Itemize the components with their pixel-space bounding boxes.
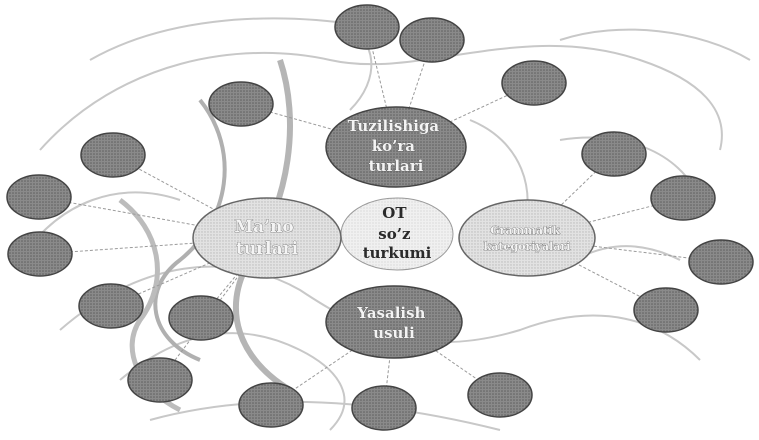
hub-node-bottom: Yasalish usuli	[325, 285, 463, 359]
hub-node-top: Tuzilishiga ko’ra turlari	[325, 106, 467, 188]
empty-node-group	[6, 4, 754, 431]
svg-text:Grammatik kategoriyalari: Grammatik kategoriyalari	[484, 224, 571, 253]
empty-node-12	[688, 239, 754, 285]
center-label-line-2: so’z	[378, 225, 411, 243]
svg-text:Ma’no turlari: Ma’no turlari	[234, 217, 299, 259]
empty-node-3	[399, 17, 465, 63]
empty-node-1	[208, 81, 274, 127]
connector-line	[38, 196, 268, 239]
hub-node-right: Grammatik kategoriyalari	[458, 199, 596, 277]
empty-node-6	[6, 174, 72, 220]
empty-node-16	[467, 372, 533, 418]
hub-left-line-2: turlari	[236, 239, 299, 259]
empty-node-2	[334, 4, 400, 50]
connector-line	[39, 237, 268, 255]
svg-text:Tuzilishiga ko’ra: Tuzilishiga ko’ra turlari	[348, 117, 445, 175]
hub-right-line-2: kategoriyalari	[484, 240, 571, 253]
empty-node-10	[581, 131, 647, 177]
svg-text:Yasalish usuli: Yasalish usuli	[356, 304, 430, 342]
hub-top-line-1: Tuzilishiga	[348, 117, 440, 135]
center-label-line-1: OT	[382, 204, 407, 222]
empty-node-11	[650, 175, 716, 221]
hub-left-line-1: Ma’no	[234, 217, 293, 237]
empty-node-13	[633, 287, 699, 333]
empty-node-8	[78, 283, 144, 329]
empty-node-7	[7, 231, 73, 277]
svg-text:OT so’z turkumi: OT so’z turkumi	[363, 204, 432, 262]
empty-node-14	[238, 382, 304, 428]
hub-top-line-3: turlari	[369, 157, 424, 175]
hub-top-line-2: ko’ra	[372, 137, 416, 155]
empty-node-17	[127, 357, 193, 403]
empty-node-15	[351, 385, 417, 431]
hub-bottom-line-2: usuli	[373, 324, 415, 342]
hub-bottom-line-1: Yasalish	[356, 304, 425, 322]
center-label-line-3: turkumi	[363, 244, 432, 262]
hub-node-left: Ma’no turlari	[192, 197, 342, 279]
connector-line	[395, 39, 433, 148]
empty-node-9	[168, 295, 234, 341]
hub-right-line-1: Grammatik	[490, 224, 560, 237]
empty-node-4	[501, 60, 567, 106]
center-node: OT so’z turkumi	[340, 197, 454, 271]
empty-node-5	[80, 132, 146, 178]
